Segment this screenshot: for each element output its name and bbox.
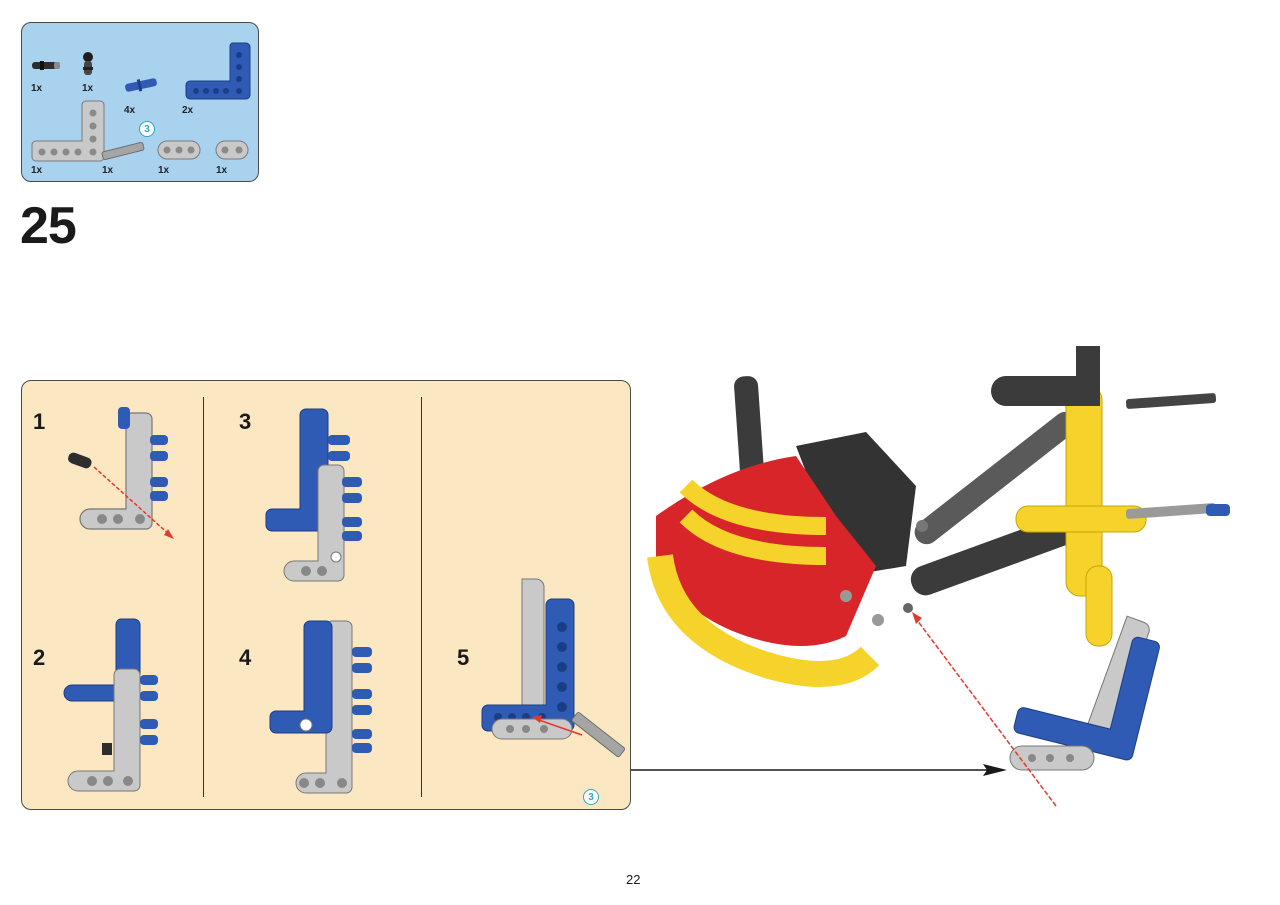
part-qty: 1x	[102, 165, 114, 176]
part-qty: 1x	[31, 83, 43, 94]
gray-axle-3-icon	[101, 141, 145, 161]
substep-4-illustration	[269, 620, 372, 794]
ball-joint-pin-icon	[83, 52, 93, 75]
blue-axle-pin-icon	[125, 78, 157, 92]
substep-divider	[421, 397, 422, 797]
page-number: 22	[626, 872, 641, 887]
substep-number: 1	[33, 409, 46, 434]
substeps-panel: 1 2 3 4 5	[21, 380, 631, 810]
part-qty: 4x	[124, 105, 136, 116]
substep-number: 2	[33, 645, 46, 670]
step-number: 25	[20, 197, 77, 255]
substep-number: 5	[457, 645, 470, 670]
part-qty: 2x	[182, 105, 194, 116]
main-model-illustration	[647, 346, 1230, 807]
substep-number: 3	[239, 409, 252, 434]
gray-beam-2-icon	[215, 140, 249, 160]
axle-pin-black-icon	[32, 61, 60, 70]
part-qty: 1x	[31, 165, 43, 176]
substep-1-illustration	[68, 407, 174, 539]
parts-list-callout: 1x 1x 4x 2x 1x 3 1x 1x	[21, 22, 259, 182]
substep-2-illustration	[63, 618, 158, 792]
gray-beam-3-icon	[157, 140, 201, 160]
substep-3-illustration	[265, 408, 362, 582]
part-qty: 1x	[82, 83, 94, 94]
axle-length-badge: 3	[139, 121, 155, 137]
axle-length-badge: 3	[583, 789, 599, 805]
part-qty: 1x	[158, 165, 170, 176]
connector-arrow	[631, 764, 1007, 776]
part-qty: 1x	[216, 165, 228, 176]
substep-5-illustration	[481, 578, 626, 758]
gray-l-beam-icon	[31, 100, 105, 162]
substep-number: 4	[239, 645, 252, 670]
substep-divider	[203, 397, 204, 797]
blue-l-beam-icon	[185, 42, 251, 100]
